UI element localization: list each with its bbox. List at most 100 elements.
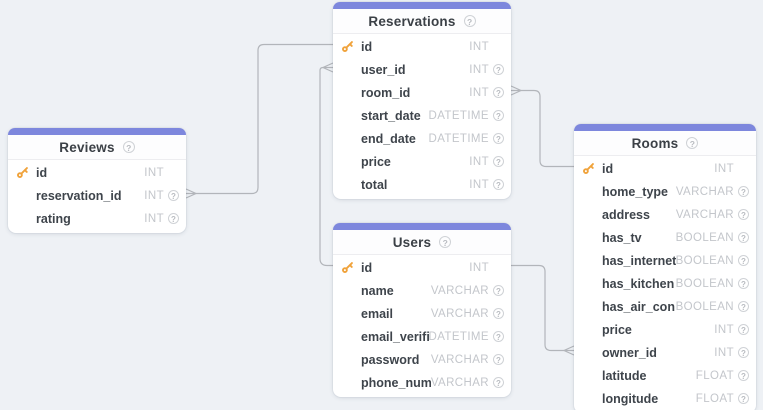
help-icon[interactable]: ?: [738, 393, 749, 404]
table-header-reservations[interactable]: Reservations?: [333, 9, 511, 34]
help-icon[interactable]: ?: [738, 278, 749, 289]
field-name: email: [361, 306, 393, 321]
table-title: Reservations: [368, 13, 456, 29]
help-icon[interactable]: ?: [493, 156, 504, 167]
help-icon[interactable]: ?: [738, 255, 749, 266]
help-icon[interactable]: ?: [493, 331, 504, 342]
table-color-bar: [574, 124, 756, 131]
field-type: INT: [144, 166, 164, 179]
field-row-users-phone_number[interactable]: phone_numberVARCHAR?: [333, 371, 511, 394]
field-type: VARCHAR: [430, 376, 489, 389]
field-row-reservations-room_id[interactable]: room_id INT?: [333, 81, 511, 104]
relationship-users-id-to-rooms-owner_id[interactable]: [511, 264, 575, 356]
field-row-reservations-start_date[interactable]: start_date DATETIME?: [333, 104, 511, 127]
field-name: owner_id: [602, 345, 657, 360]
help-icon[interactable]: ?: [493, 285, 504, 296]
field-name: rating: [36, 211, 71, 226]
table-header-reviews[interactable]: Reviews?: [8, 135, 186, 160]
field-row-rooms-longitude[interactable]: longitude FLOAT?: [574, 387, 756, 410]
help-icon[interactable]: ?: [738, 301, 749, 312]
help-icon[interactable]: ?: [493, 308, 504, 319]
relationship-line[interactable]: [511, 264, 564, 352]
field-name: id: [602, 161, 614, 176]
help-icon[interactable]: ?: [738, 232, 749, 243]
help-icon[interactable]: ?: [686, 137, 699, 149]
table-color-bar: [8, 128, 186, 135]
relationship-line[interactable]: [196, 43, 333, 195]
help-icon[interactable]: ?: [493, 87, 504, 98]
field-name: id: [361, 39, 373, 54]
primary-key-icon: [17, 167, 28, 178]
relationship-reviews-reservation_id-to-reservations-id[interactable]: [185, 43, 333, 199]
field-name: reservation_id: [36, 188, 122, 203]
help-icon[interactable]: ?: [738, 347, 749, 358]
help-icon[interactable]: ?: [738, 370, 749, 381]
field-name: longitude: [602, 391, 659, 406]
help-icon[interactable]: ?: [738, 209, 749, 220]
help-icon[interactable]: ?: [493, 377, 504, 388]
field-type: DATETIME: [428, 330, 489, 343]
field-name: total: [361, 177, 388, 192]
field-type: INT: [469, 178, 489, 191]
relationship-reservations-room_id-to-rooms-id[interactable]: [510, 85, 574, 168]
help-icon[interactable]: ?: [493, 179, 504, 190]
table-title: Reviews: [59, 139, 115, 155]
relationship-reservations-user_id-to-users-id[interactable]: [319, 62, 334, 267]
help-icon[interactable]: ?: [738, 324, 749, 335]
field-type: FLOAT: [695, 392, 734, 405]
help-icon[interactable]: ?: [493, 354, 504, 365]
relationship-line[interactable]: [521, 89, 574, 168]
field-name: has_kitchen: [602, 276, 675, 291]
help-icon[interactable]: ?: [493, 64, 504, 75]
table-header-rooms[interactable]: Rooms?: [574, 131, 756, 156]
help-icon[interactable]: ?: [168, 190, 179, 201]
field-type: BOOLEAN: [675, 277, 734, 290]
primary-key-icon: [342, 41, 353, 52]
help-icon[interactable]: ?: [493, 110, 504, 121]
help-icon[interactable]: ?: [463, 15, 476, 27]
field-name: price: [602, 322, 632, 337]
table-header-users[interactable]: Users?: [333, 230, 511, 255]
help-icon[interactable]: ?: [738, 186, 749, 197]
help-icon[interactable]: ?: [493, 133, 504, 144]
field-row-users-email_verified_at[interactable]: email_verified_atDATETIME?: [333, 325, 511, 348]
help-icon[interactable]: ?: [122, 141, 135, 153]
help-icon[interactable]: ?: [439, 236, 452, 248]
field-type: DATETIME: [428, 109, 489, 122]
relationship-line[interactable]: [319, 66, 333, 267]
field-type: INT: [469, 86, 489, 99]
field-row-reservations-total[interactable]: total INT?: [333, 173, 511, 196]
field-name: start_date: [361, 108, 421, 123]
field-type: INT: [469, 155, 489, 168]
help-icon[interactable]: ?: [168, 213, 179, 224]
field-type: VARCHAR: [675, 185, 734, 198]
field-name: room_id: [361, 85, 411, 100]
